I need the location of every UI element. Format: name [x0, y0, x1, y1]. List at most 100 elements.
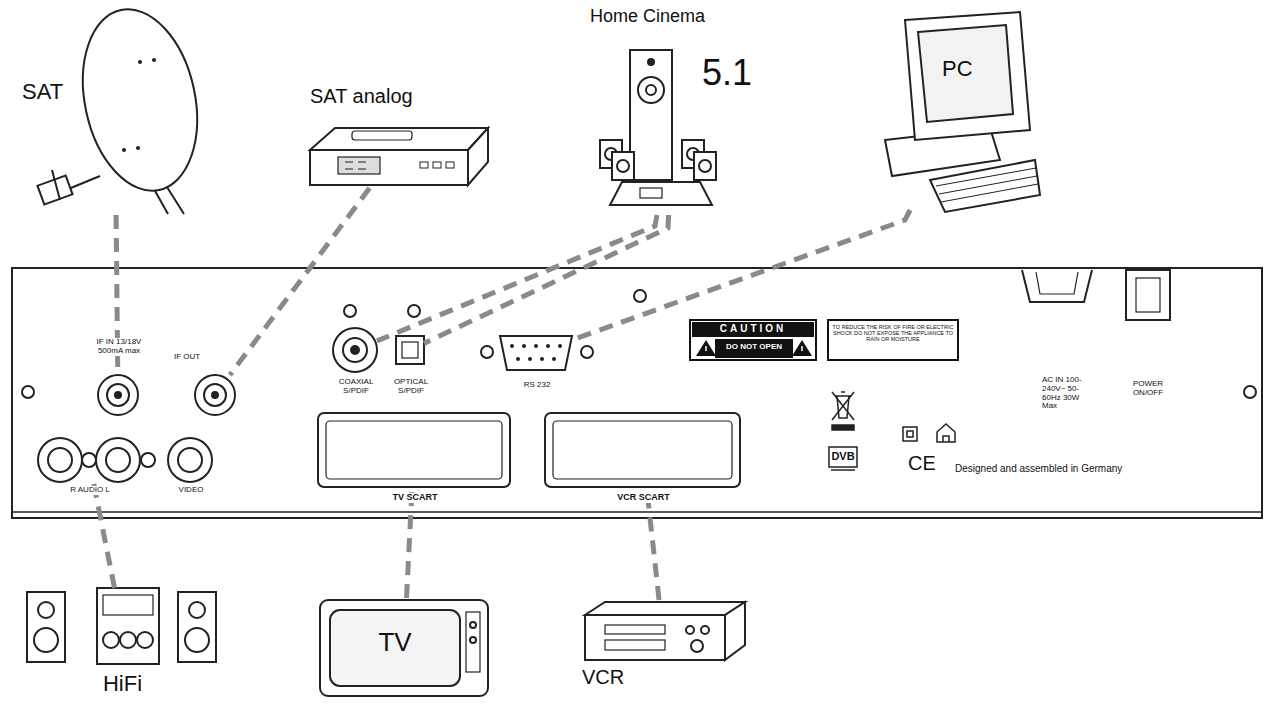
rf-ports-part: [115, 392, 121, 398]
caution-sticker-part: [716, 340, 792, 357]
hifi-system-part: [137, 632, 153, 648]
home-cinema-speakers-part: [640, 188, 662, 198]
analog-receiver-part: [468, 128, 488, 185]
weee-symbol-part: [832, 425, 854, 430]
rf-ports-part: [107, 384, 129, 406]
node-label: SAT analog: [310, 85, 413, 107]
hifi-system-part: [103, 595, 153, 615]
analog-receiver-part: [310, 150, 468, 185]
back-panel-part: [408, 305, 420, 317]
satellite-dish: [37, 0, 212, 214]
rf-ports-part: [212, 392, 218, 398]
scart-ports-part: [545, 413, 740, 487]
dashed-cable: [572, 210, 910, 340]
vcr-recorder-part: [691, 640, 703, 652]
back-panel-part: [1244, 386, 1256, 398]
ce-mark: CE: [908, 452, 936, 474]
class-ii-symbol: [903, 427, 917, 441]
node-label: RS 232: [500, 381, 574, 390]
coaxial-port: COAXIAL S/PDIF: [333, 328, 377, 372]
analog-receiver-part: [338, 157, 380, 174]
node-label: SAT: [22, 80, 63, 104]
analog-receiver-part: [420, 162, 428, 168]
analog-receiver-part: [446, 162, 454, 168]
audio-port: R AUDIO L: [38, 438, 140, 482]
warning-sticker: [828, 320, 958, 360]
power-switch-part: [1136, 278, 1160, 312]
rs232-port-part-part: [534, 344, 538, 348]
ac-socket-part: [1036, 272, 1078, 294]
dashed-cable: [93, 482, 114, 588]
node-label: VCR SCART: [545, 493, 742, 503]
home-cinema-speakers-part: [694, 152, 716, 180]
digital-audio-ports-part: [343, 338, 367, 362]
rs232-port-part-part: [540, 357, 544, 361]
rf-ports-part: [204, 384, 226, 406]
dashed-cable: [377, 215, 657, 341]
indoor-use-symbol: [937, 424, 955, 442]
scart-ports-part: [318, 413, 510, 487]
satellite-dish-part: [122, 58, 156, 152]
hifi-system-part: [34, 628, 58, 652]
class-ii-symbol-part: [907, 431, 913, 437]
rs232-port-part-part: [516, 357, 520, 361]
home-cinema-speakers-part: [648, 59, 654, 65]
digital-audio-ports-part: [351, 346, 359, 354]
tv-set-part: [330, 610, 460, 686]
power-switch: POWER ON/OFF: [1124, 268, 1172, 322]
rs232-port-part: [510, 344, 562, 361]
rf-ports-part: [98, 375, 138, 415]
pc-computer-part: [918, 25, 1013, 122]
scart-ports: [318, 413, 740, 487]
dvb-logo-part: [829, 447, 857, 467]
rs232-port-part: [481, 346, 493, 358]
back-panel: [12, 268, 1262, 518]
hifi-system-part: [27, 592, 65, 662]
hifi-system-part: [120, 632, 136, 648]
safety-note: TO REDUCE THE RISK OF FIRE OR ELECTRIC S…: [831, 324, 955, 342]
pc-computer-part: [930, 160, 1040, 212]
pc-computer: [885, 12, 1040, 212]
tv-set-part: [466, 612, 480, 672]
pc-computer: PC: [880, 15, 1040, 210]
dvb-logo-text: DVB: [829, 450, 857, 462]
ac-socket-part: [1022, 270, 1092, 302]
node-label: OPTICAL S/PDIF: [382, 378, 440, 396]
tv-set: TV: [318, 598, 490, 698]
tv-set-part: [470, 622, 476, 628]
rs232-port-part-part: [528, 357, 532, 361]
home-cinema-speakers-part: [638, 77, 664, 103]
rca-ports-part: [178, 448, 202, 472]
vcr-recorder: VCR: [580, 600, 745, 662]
hifi-system: [27, 588, 216, 664]
if-out-port: IF OUT: [195, 375, 235, 415]
video-port: VIDEO: [168, 438, 212, 482]
rca-ports: [38, 438, 212, 482]
rca-ports-part: [48, 448, 72, 472]
vcr-recorder-part: [605, 625, 665, 634]
caution-sticker-part: [693, 323, 813, 336]
pc-computer-part: [936, 168, 1038, 202]
dvb-logo-part: [831, 469, 855, 471]
power-switch: [1126, 270, 1170, 320]
home-cinema: Home Cinema5.1: [590, 45, 755, 215]
home-cinema-speakers-part: [646, 85, 656, 95]
node-label: Home Cinema: [590, 7, 705, 27]
node-label: R AUDIO L: [38, 486, 142, 495]
caution-sticker: [690, 320, 816, 360]
back-panel-part: [344, 305, 356, 317]
vcr-recorder-part: [585, 602, 745, 615]
caution-sticker-part: [690, 320, 816, 360]
hifi-system-part: [103, 632, 119, 648]
class-ii-symbol-part: [903, 427, 917, 441]
analog-receiver: SAT analog: [300, 120, 490, 188]
vcr-recorder-part: [585, 615, 725, 660]
node-label: POWER ON/OFF: [1120, 380, 1176, 398]
vcr-recorder: [585, 602, 745, 660]
scart-ports-part: [326, 421, 502, 479]
node-label: PC: [942, 57, 973, 81]
satellite-dish-part-part: [152, 58, 156, 62]
weee-symbol: [832, 392, 854, 430]
digital-audio-ports-part: [333, 328, 377, 372]
hifi-system-part: [189, 602, 205, 618]
